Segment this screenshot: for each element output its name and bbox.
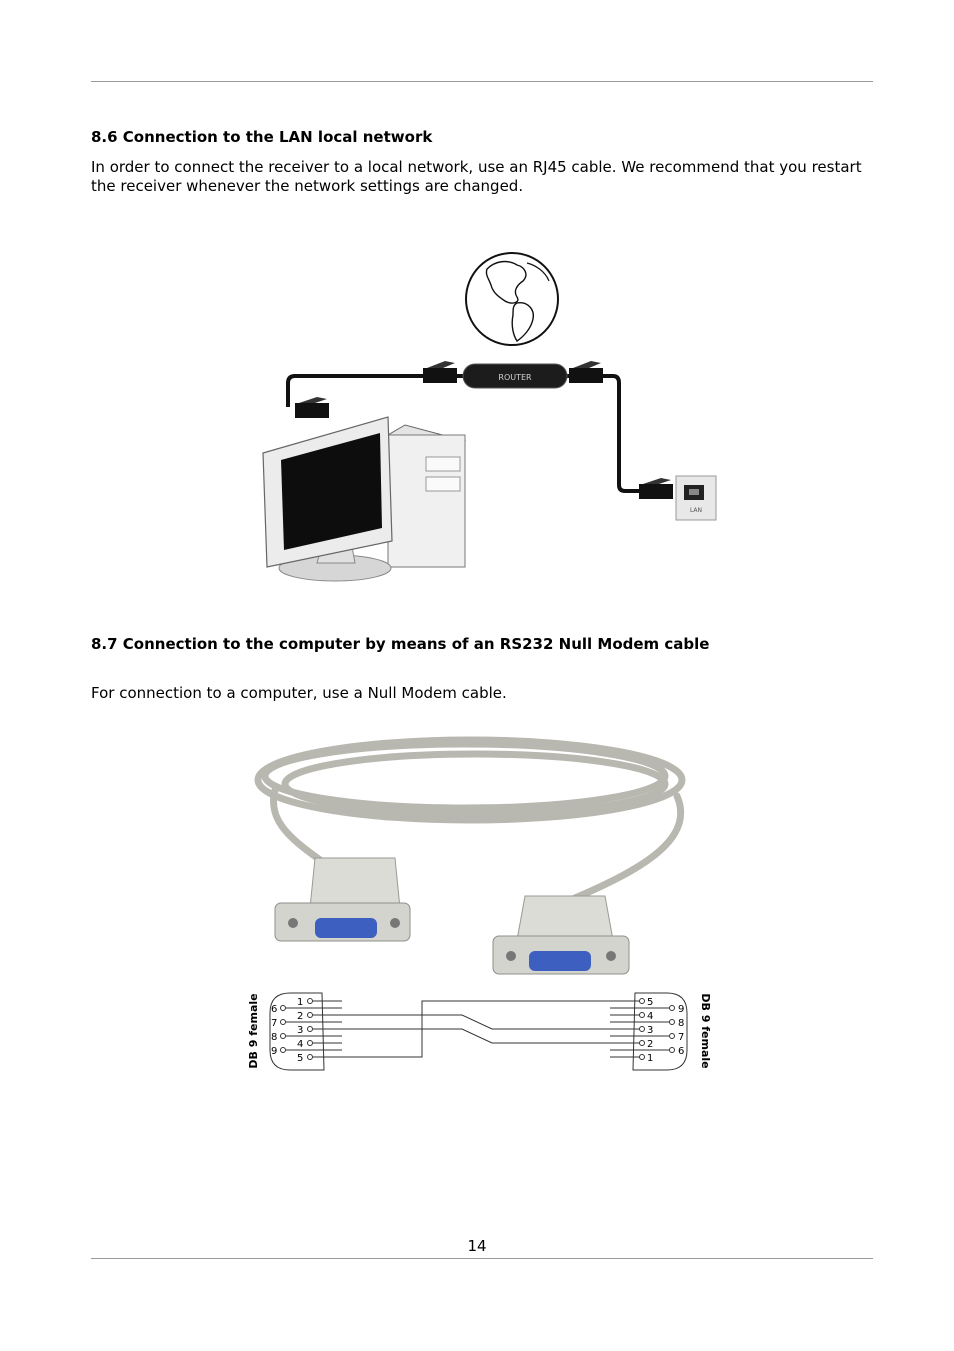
right-pin-side: 8 <box>678 1018 684 1029</box>
rj45-plug-icon <box>423 361 457 383</box>
left-connector-label: DB 9 female <box>247 993 260 1068</box>
section-heading-rs232: 8.7 Connection to the computer by means … <box>91 635 710 653</box>
right-pin-side: 6 <box>678 1046 684 1057</box>
right-pin-main: 3 <box>647 1025 653 1036</box>
left-pin-main: 1 <box>297 997 303 1008</box>
right-pin-main: 4 <box>647 1011 653 1022</box>
rj45-plug-icon <box>295 397 329 418</box>
left-pin-main: 3 <box>297 1025 303 1036</box>
section-text-lan: In order to connect the receiver to a lo… <box>91 158 862 195</box>
router-label: ROUTER <box>498 373 532 382</box>
lan-port-label: LAN <box>690 507 702 514</box>
globe-icon <box>465 252 559 346</box>
left-pin-side: 8 <box>271 1032 277 1043</box>
db9-connector-right-icon <box>492 895 630 975</box>
left-pin-main: 4 <box>297 1039 303 1050</box>
left-pin-main: 2 <box>297 1011 303 1022</box>
header-rule <box>91 81 873 82</box>
left-pin-side: 9 <box>271 1046 277 1057</box>
right-pin-side: 7 <box>678 1032 684 1043</box>
right-pin-main: 1 <box>647 1053 653 1064</box>
right-pin-side: 9 <box>678 1004 684 1015</box>
null-modem-pinout-diagram: DB 9 female 1 2 3 4 5 6 7 8 9 DB 9 femal… <box>247 992 712 1071</box>
left-pin-side: 6 <box>271 1004 277 1015</box>
router-icon: ROUTER <box>462 363 568 389</box>
footer-rule <box>91 1258 873 1259</box>
null-modem-cable-photo <box>254 736 686 975</box>
page-number: 14 <box>467 1237 487 1255</box>
computer-tower-icon <box>386 424 467 568</box>
right-pin-main: 2 <box>647 1039 653 1050</box>
section-text-rs232: For connection to a computer, use a Null… <box>91 684 507 702</box>
monitor-icon <box>262 416 393 582</box>
left-pin-main: 5 <box>297 1053 303 1064</box>
rj45-plug-icon <box>569 361 603 383</box>
section-heading-lan: 8.6 Connection to the LAN local network <box>91 128 433 146</box>
lan-port-icon: LAN <box>675 475 717 521</box>
db9-connector-left-icon <box>274 857 411 942</box>
lan-network-diagram: ROUTER LAN <box>262 252 717 582</box>
right-pin-main: 5 <box>647 997 653 1008</box>
left-pin-side: 7 <box>271 1018 277 1029</box>
right-connector-label: DB 9 female <box>699 993 712 1068</box>
rj45-plug-icon <box>639 478 673 499</box>
